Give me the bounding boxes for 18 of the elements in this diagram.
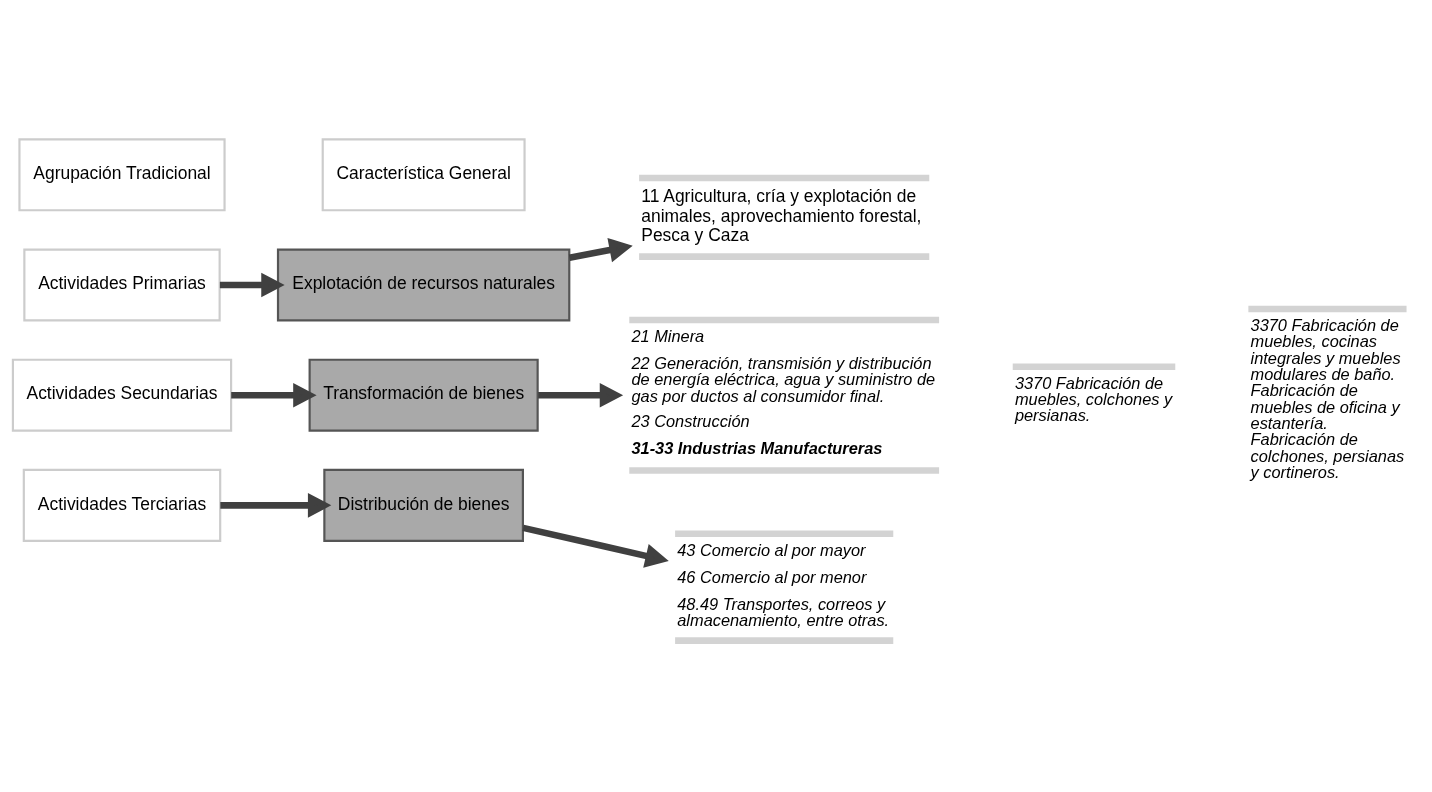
arrow bbox=[538, 382, 624, 408]
node-box: Explotación de recursos naturales bbox=[276, 248, 571, 322]
node-box bbox=[1248, 305, 1407, 313]
arrow bbox=[219, 272, 285, 298]
arrow bbox=[220, 493, 332, 518]
arrow bbox=[231, 382, 317, 408]
node-box: Distribución de bienes bbox=[323, 468, 524, 542]
arrow bbox=[522, 524, 669, 568]
node-box: Transformación de bienes bbox=[308, 358, 539, 432]
node-box: Actividades Terciarias bbox=[22, 468, 222, 542]
node-label: 3370 Fabricación de muebles, colchones y persianas. bbox=[1014, 373, 1173, 425]
node-box: Característica General bbox=[321, 138, 526, 212]
arrow bbox=[568, 238, 633, 263]
node-box bbox=[1012, 363, 1176, 371]
node-box: Actividades Primarias bbox=[23, 248, 221, 322]
node-box: Actividades Secundarias bbox=[11, 358, 233, 432]
node-label: 3370 Fabricación de muebles, cocinas integrales y muebles modulares de baño. Fabricación de muebles de oficina y estantería. Fabricación de colchones, persianas y cortineros. bbox=[1250, 315, 1405, 482]
node-box: Agrupación Tradicional bbox=[18, 138, 226, 212]
